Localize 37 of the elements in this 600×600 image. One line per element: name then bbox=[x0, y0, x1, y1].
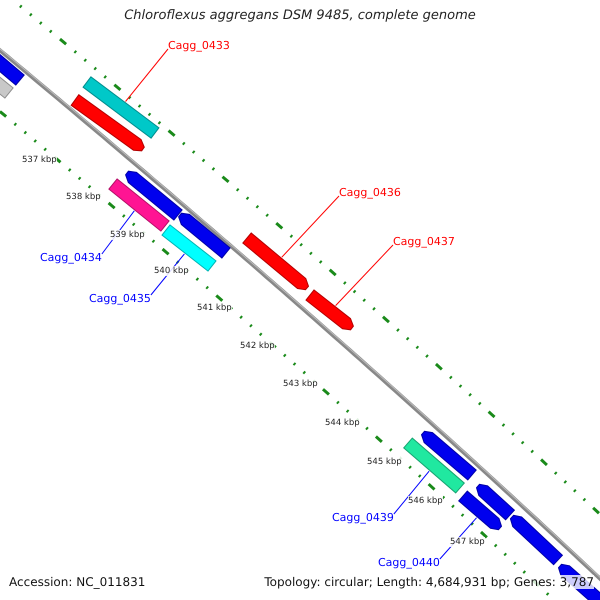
tick-label: 538 kbp bbox=[66, 192, 101, 202]
gene-feature bbox=[82, 76, 160, 139]
tick-label: 547 kbp bbox=[450, 537, 485, 547]
accession-text: Accession: NC_011831 bbox=[9, 575, 146, 589]
gene-label: Cagg_0433 bbox=[168, 39, 230, 52]
gene-label: Cagg_0435 bbox=[89, 292, 151, 305]
gene-feature bbox=[420, 430, 477, 481]
tick-label: 544 kbp bbox=[325, 418, 360, 428]
gene-feature bbox=[70, 94, 145, 152]
tick-label: 546 kbp bbox=[408, 496, 443, 506]
tick-label: 537 kbp bbox=[22, 155, 57, 165]
gene-label: Cagg_0434 bbox=[40, 251, 102, 264]
leader-line bbox=[281, 196, 340, 258]
tick-label: 541 kbp bbox=[197, 303, 232, 313]
gene-feature bbox=[476, 484, 516, 520]
tick-label: 545 kbp bbox=[367, 457, 402, 467]
title: Chloroflexus aggregans DSM 9485, complete genome bbox=[123, 8, 477, 23]
tick-label: 540 kbp bbox=[154, 266, 189, 276]
gene-label: Cagg_0439 bbox=[332, 511, 394, 524]
genome-info-text: Topology: circular; Length: 4,684,931 bp; Genes: 3,787 bbox=[264, 575, 594, 589]
gene-feature bbox=[458, 490, 502, 530]
gene-feature bbox=[125, 170, 183, 221]
gene-label: Cagg_0440 bbox=[378, 556, 440, 569]
gene-feature bbox=[510, 514, 564, 566]
gene-feature bbox=[178, 212, 231, 259]
leader-line bbox=[393, 470, 430, 514]
gene-label: Cagg_0437 bbox=[393, 235, 455, 248]
leader-line bbox=[125, 48, 168, 102]
tick-label: 543 kbp bbox=[283, 379, 318, 389]
leader-line bbox=[335, 244, 394, 306]
tick-label: 539 kbp bbox=[110, 230, 145, 240]
tick-label: 542 kbp bbox=[240, 341, 275, 351]
gene-feature bbox=[403, 437, 465, 494]
gene-feature bbox=[242, 232, 310, 290]
gene-label: Cagg_0436 bbox=[339, 186, 401, 199]
gene-feature bbox=[108, 178, 170, 232]
gene-feature bbox=[305, 289, 354, 330]
